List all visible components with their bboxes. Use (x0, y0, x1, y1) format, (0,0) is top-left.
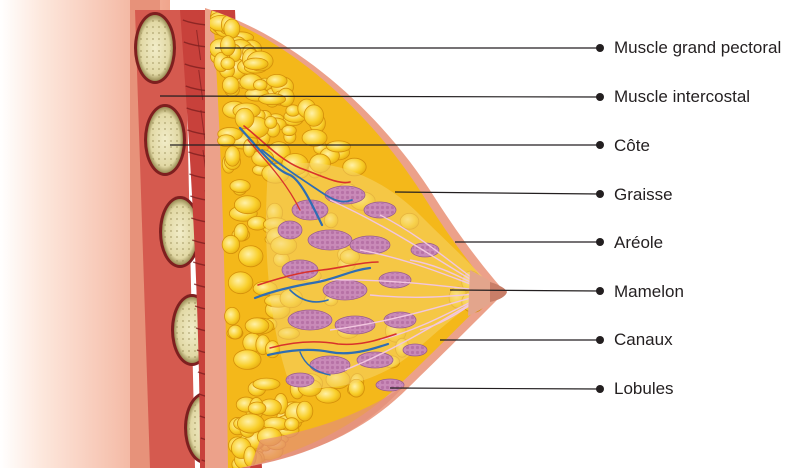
rib-texture (164, 202, 196, 262)
label-graisse: Graisse (614, 185, 673, 205)
rib-texture (139, 18, 171, 78)
fat-globule (228, 325, 242, 339)
leader-dot (596, 190, 604, 198)
fat-globule (259, 94, 286, 105)
label-areole: Aréole (614, 233, 663, 253)
fat-globule (222, 235, 239, 253)
leader-dot (596, 336, 604, 344)
lobule-texture (380, 273, 410, 287)
fat-globule (225, 307, 240, 324)
fat-globule (237, 414, 264, 433)
fat-globule (267, 74, 287, 87)
fat-globule (302, 130, 327, 147)
label-cote: Côte (614, 136, 650, 156)
lobule-texture (324, 281, 366, 299)
lobule-texture (351, 237, 389, 253)
fat-globule (222, 76, 239, 94)
fat-globule (304, 105, 323, 126)
fat-globule (225, 146, 240, 166)
fat-globule (224, 19, 240, 38)
fat-globule (253, 378, 280, 390)
lobule-texture (293, 201, 327, 219)
fat-globule (327, 141, 351, 152)
fat-globule (239, 246, 263, 267)
leader-dot (596, 93, 604, 101)
lobule-texture (336, 317, 374, 333)
leader-dot (596, 385, 604, 393)
rib-texture (149, 110, 181, 170)
fat-globule (244, 58, 268, 70)
fat-globule (221, 57, 235, 69)
label-lobules: Lobules (614, 379, 674, 399)
lobule-texture (289, 311, 331, 329)
label-mamelon: Mamelon (614, 282, 684, 302)
fat-globule (282, 125, 296, 135)
label-canaux: Canaux (614, 330, 673, 350)
fat-globule (234, 350, 261, 370)
leader-dot (596, 141, 604, 149)
lobule-texture (365, 203, 395, 217)
lobule-texture (404, 345, 426, 355)
lobule-texture (287, 374, 313, 386)
lobule-texture (358, 353, 392, 367)
fat-globule (265, 116, 277, 128)
fat-globule (253, 80, 267, 91)
fat-globule (230, 180, 250, 193)
fat-globule (234, 196, 260, 214)
leader-dot (596, 287, 604, 295)
label-muscle-intercostal: Muscle intercostal (614, 87, 750, 107)
fat-globule (297, 401, 313, 421)
leader-dot (596, 44, 604, 52)
fat-globule (248, 402, 266, 414)
label-muscle-grand-pectoral: Muscle grand pectoral (614, 38, 781, 58)
fat-globule (220, 36, 235, 56)
lobule-texture (309, 231, 351, 249)
fat-globule (228, 272, 253, 294)
leader-dot (596, 238, 604, 246)
fat-globule (285, 418, 299, 431)
fat-globule (245, 318, 269, 334)
lobule-texture (279, 222, 301, 238)
leader-line (390, 388, 600, 389)
